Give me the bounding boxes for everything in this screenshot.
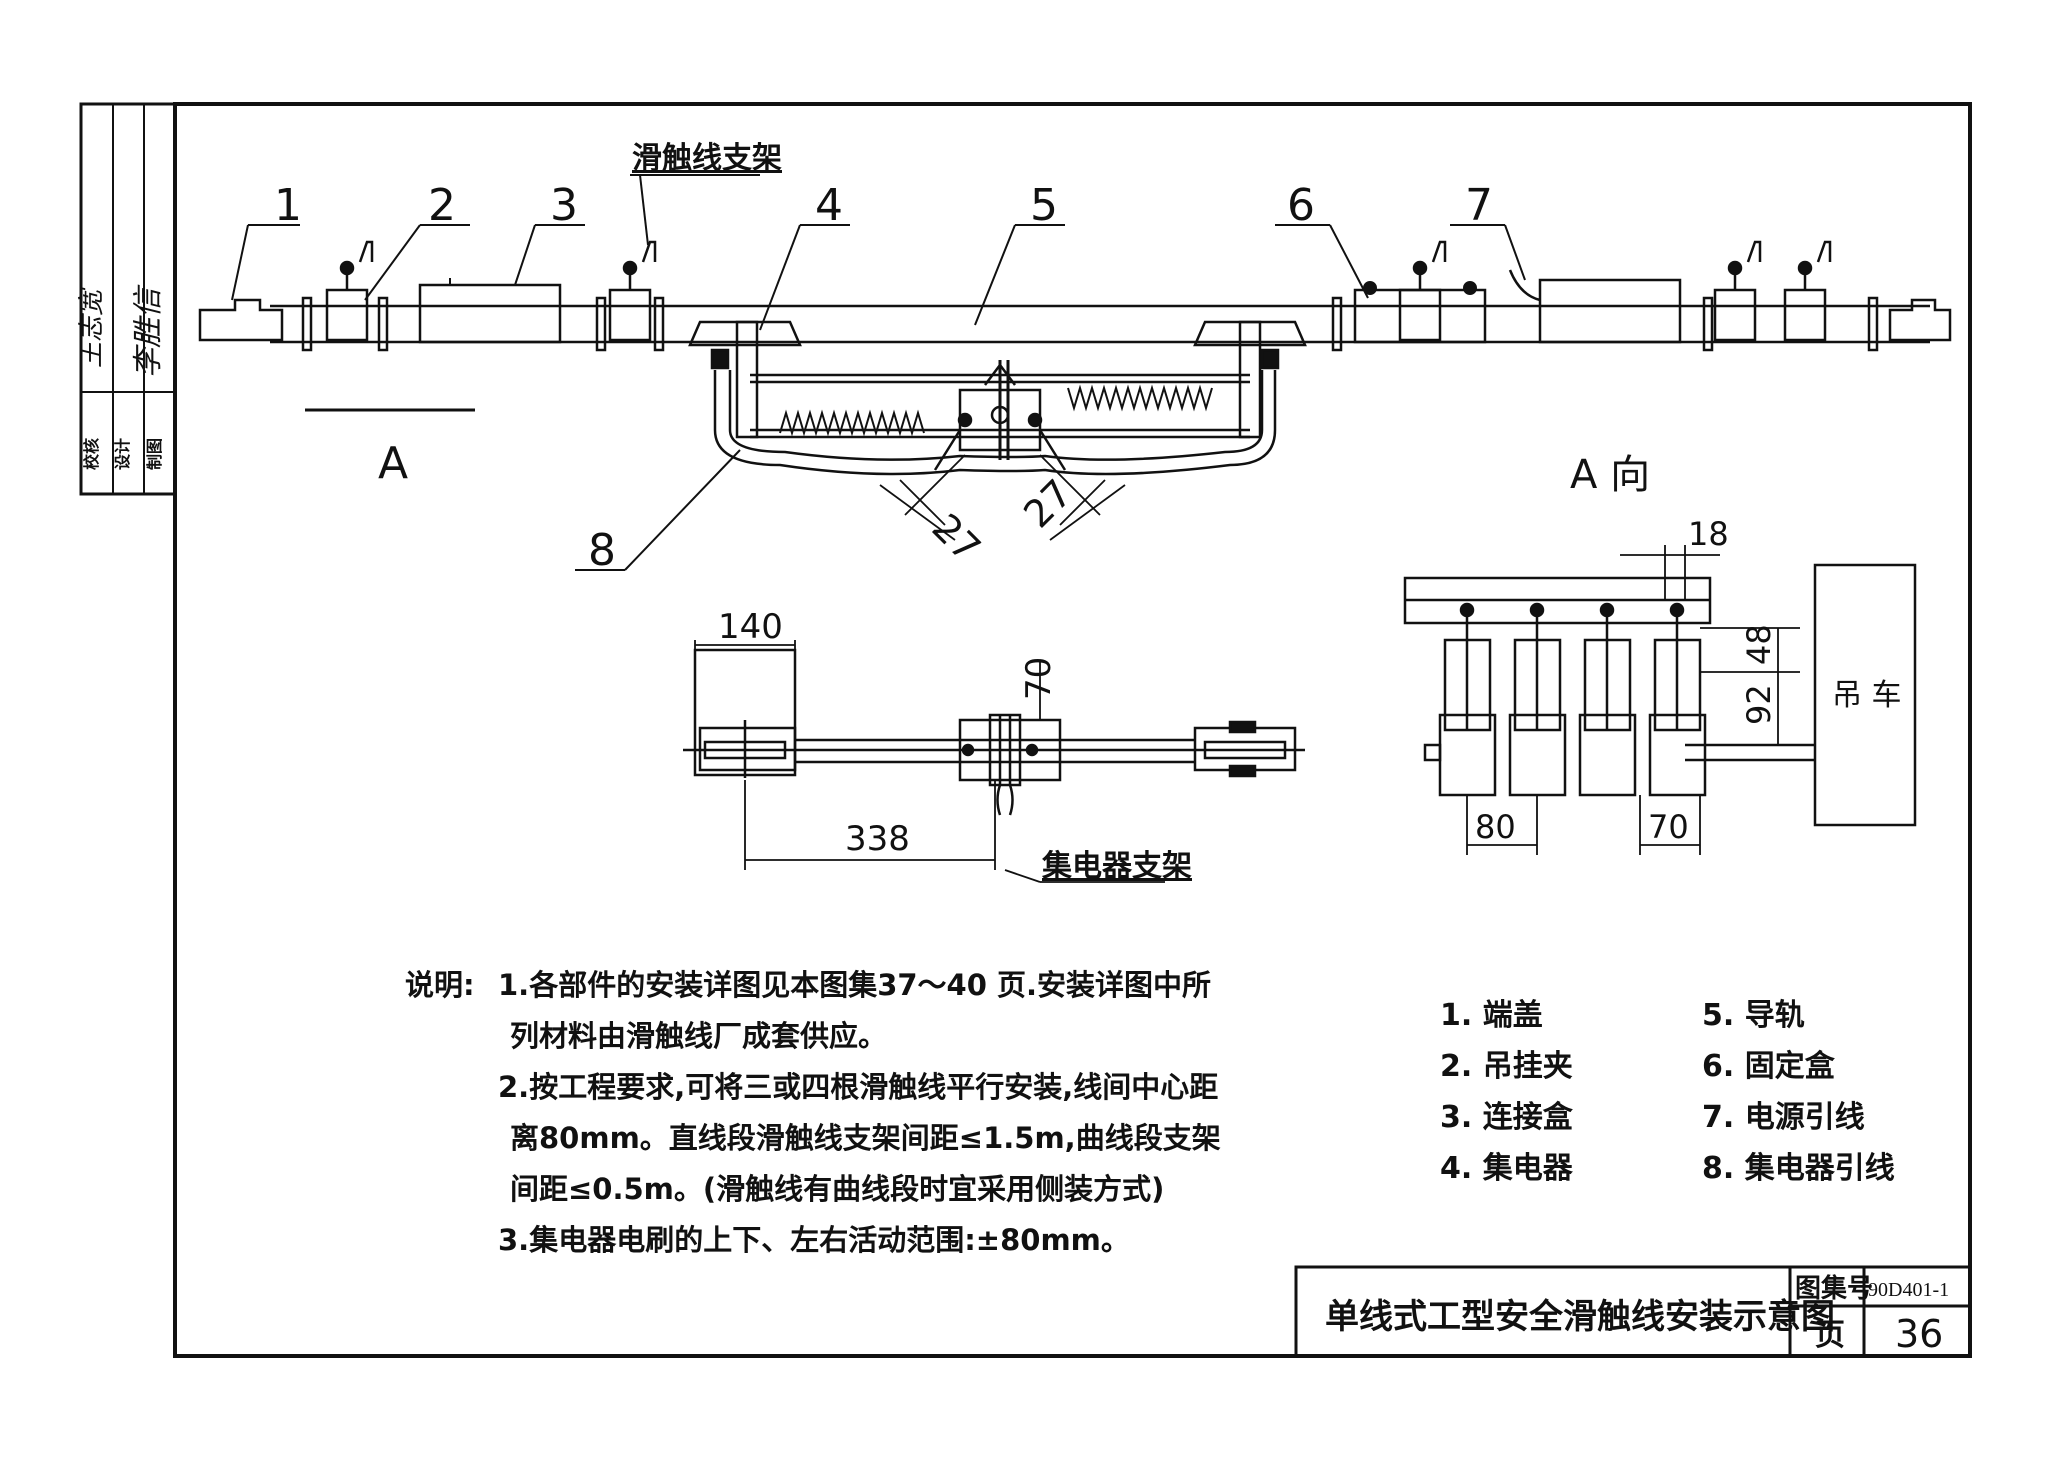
- dim-48: 48: [1740, 624, 1778, 665]
- power-lead-box: [1538, 278, 1682, 344]
- legend-item-6: 6. 固定盒: [1702, 1049, 1835, 1084]
- dim-70-mid: 70: [1019, 657, 1059, 700]
- notes-label: 说明:: [405, 968, 475, 1002]
- collector-bracket-label: 集电器支架: [1041, 849, 1192, 884]
- note-line-3: 2.按工程要求,可将三或四根滑触线平行安装,线间中心距: [498, 1070, 1219, 1104]
- callout-6: 6: [1287, 180, 1315, 231]
- callout-5: 5: [1030, 180, 1058, 231]
- callout-1: 1: [274, 180, 302, 231]
- signature-1: 王志宽: [77, 287, 107, 368]
- note-line-1: 1.各部件的安装详图见本图集37～40 页.安装详图中所: [498, 968, 1212, 1002]
- legend-item-7: 7. 电源引线: [1702, 1100, 1865, 1135]
- page-number: 36: [1895, 1312, 1943, 1356]
- connection-box: [418, 283, 562, 344]
- dim-angle-left: 27: [924, 505, 989, 570]
- angle-dimensions: [879, 454, 1126, 541]
- legend-item-3: 3. 连接盒: [1440, 1100, 1573, 1135]
- crane-label: 吊 车: [1832, 678, 1902, 713]
- callout-3: 3: [550, 180, 578, 231]
- view-arrow-label: A: [378, 438, 408, 489]
- dim-140: 140: [718, 607, 783, 647]
- hanger-clamps: [325, 240, 1832, 342]
- dim-338: 338: [845, 819, 910, 859]
- note-line-5: 间距≤0.5m。(滑触线有曲线段时宜采用侧装方式): [510, 1172, 1165, 1206]
- dim-18: 18: [1688, 515, 1729, 553]
- note-line-4: 离80mm。直线段滑触线支架间距≤1.5m,曲线段支架: [510, 1121, 1221, 1155]
- signature-2: 李胜信: [131, 284, 166, 378]
- note-line-2: 列材料由滑触线厂成套供应。: [510, 1019, 888, 1053]
- legend-item-8: 8. 集电器引线: [1702, 1151, 1895, 1186]
- callout-7: 7: [1465, 180, 1493, 231]
- legend-item-2: 2. 吊挂夹: [1440, 1049, 1573, 1084]
- leader-lines: [231, 174, 1526, 571]
- note-line-6: 3.集电器电刷的上下、左右活动范围:±80mm。: [498, 1223, 1130, 1257]
- dim-70-right: 70: [1648, 808, 1689, 846]
- bracket-label: 滑触线支架: [632, 141, 782, 176]
- sheet-frame: [79, 102, 1972, 1358]
- dim-80: 80: [1475, 808, 1516, 846]
- drawing-title: 单线式工型安全滑触线安装示意图: [1325, 1297, 1835, 1337]
- view-a-title: A 向: [1570, 452, 1650, 498]
- dim-angle-right: 27: [1015, 471, 1080, 536]
- atlas-number: 90D401-1: [1868, 1279, 1949, 1301]
- page-label: 页: [1815, 1318, 1845, 1353]
- sidebar-role-draw: 制图: [145, 438, 164, 470]
- collector-plan-view: [683, 640, 1305, 883]
- dim-92: 92: [1740, 684, 1778, 725]
- legend-item-1: 1. 端盖: [1440, 998, 1543, 1033]
- sidebar-role-check: 校核: [82, 438, 101, 470]
- rail-assembly: [198, 174, 1952, 571]
- legend-item-5: 5. 导轨: [1702, 998, 1805, 1033]
- legend-item-4: 4. 集电器: [1440, 1151, 1573, 1186]
- title-block: [1294, 1265, 1972, 1358]
- collector-stack: [1423, 602, 1707, 797]
- sidebar-block: 校核 设计 制图 王志宽 李胜信: [77, 284, 166, 470]
- callout-4: 4: [815, 180, 843, 231]
- atlas-label: 图集号: [1795, 1273, 1873, 1304]
- fixed-box: [1353, 288, 1487, 344]
- current-collector: [688, 320, 1307, 476]
- sidebar-role-design: 设计: [113, 438, 132, 470]
- callout-2: 2: [428, 180, 456, 231]
- a-view-detail: [1403, 545, 1917, 855]
- callout-8: 8: [588, 525, 616, 576]
